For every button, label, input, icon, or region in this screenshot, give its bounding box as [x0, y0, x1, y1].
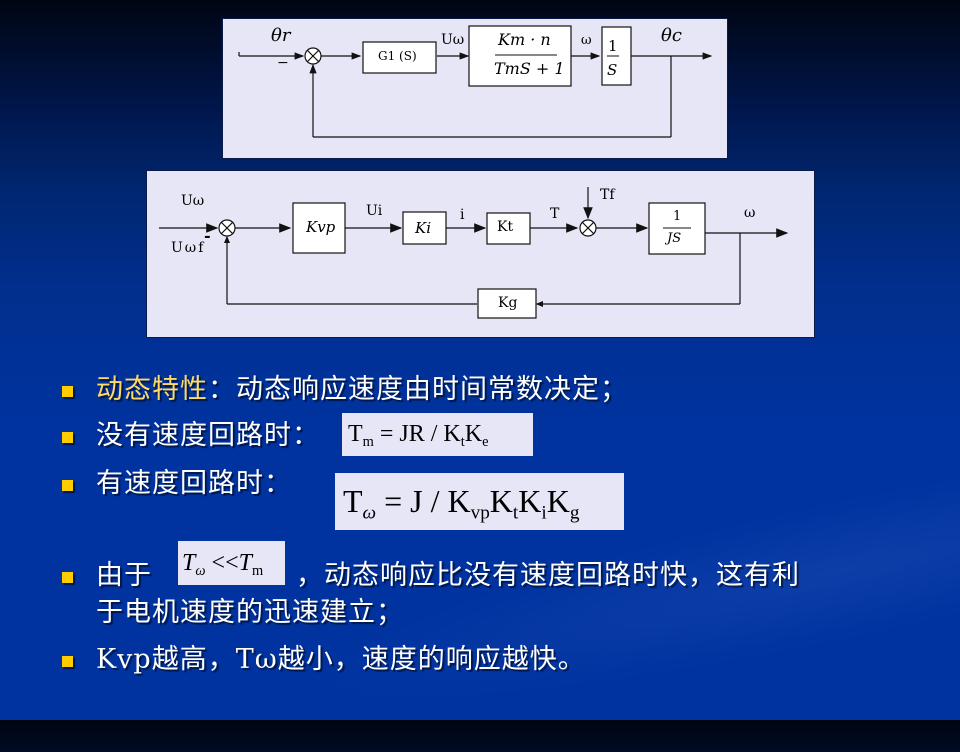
- bullet-since-text-continued: 于电机速度的迅速建立；: [96, 597, 404, 628]
- theta-r-label: θr: [271, 25, 291, 46]
- omega-output-label: ω: [744, 205, 756, 221]
- u-omega-f-label: Uωf: [171, 240, 206, 256]
- bullet-marker: [62, 480, 73, 491]
- tf-label: Tf: [600, 187, 615, 203]
- bullet-text: ：动态响应速度由时间常数决定；: [208, 374, 628, 405]
- formula-compare: Tω <<Tm: [178, 541, 285, 585]
- u-omega-input-label: Uω: [181, 193, 205, 209]
- u-omega-label: Uω: [441, 32, 465, 48]
- bullet-since-text: ，动态响应比没有速度回路时快，这有利: [296, 560, 800, 591]
- motor-denominator: TmS + 1: [494, 59, 565, 78]
- speed-loop-block-diagram: Uω - Uωf Kvp Ui Ki i Kt T Tf 1 JS ω Kg: [146, 170, 815, 338]
- bullet-no-speed-loop: 没有速度回路时：: [96, 420, 320, 451]
- bullet-marker: [62, 656, 73, 667]
- formula-tw: Tω = J / KvpKtKiKg: [335, 473, 624, 530]
- minus-sign: -: [204, 226, 211, 245]
- highlight-term: 动态特性: [96, 374, 208, 405]
- ui-label: Ui: [366, 203, 383, 219]
- kt-block-label: Kt: [497, 219, 514, 235]
- inertia-denominator: JS: [667, 231, 682, 246]
- integrator-numerator: 1: [608, 37, 618, 55]
- integrator-denominator: S: [607, 61, 618, 79]
- bullet-since-prefix: 由于: [96, 560, 152, 591]
- theta-c-label: θc: [661, 25, 682, 46]
- bullet-with-speed-loop: 有速度回路时：: [96, 468, 292, 499]
- kvp-block-label: Kvp: [306, 218, 336, 236]
- ki-block-label: Ki: [415, 219, 432, 237]
- omega-label: ω: [581, 33, 592, 48]
- bullet-kvp-effect: Kvp越高，Tω越小，速度的响应越快。: [96, 644, 586, 675]
- kg-block-label: Kg: [498, 295, 518, 311]
- minus-sign: −: [277, 55, 289, 71]
- motor-numerator: Km · n: [498, 30, 551, 49]
- g1-block-label: G1 (S): [378, 49, 417, 63]
- bullet-marker: [62, 572, 73, 583]
- diagram1-wiring: [238, 25, 713, 138]
- position-loop-block-diagram: θr − G1 (S) Uω Km · n TmS + 1 ω 1 S θc: [222, 18, 728, 159]
- formula-tm: Tm = JR / KtKe: [342, 413, 533, 456]
- inertia-numerator: 1: [673, 209, 682, 224]
- diagram2-wiring: [159, 187, 789, 319]
- bullet-marker: [62, 386, 73, 397]
- bullet-dynamic-characteristics: 动态特性：动态响应速度由时间常数决定；: [96, 373, 628, 407]
- t-label: T: [550, 206, 560, 222]
- bullet-marker: [62, 432, 73, 443]
- i-label: i: [460, 207, 465, 223]
